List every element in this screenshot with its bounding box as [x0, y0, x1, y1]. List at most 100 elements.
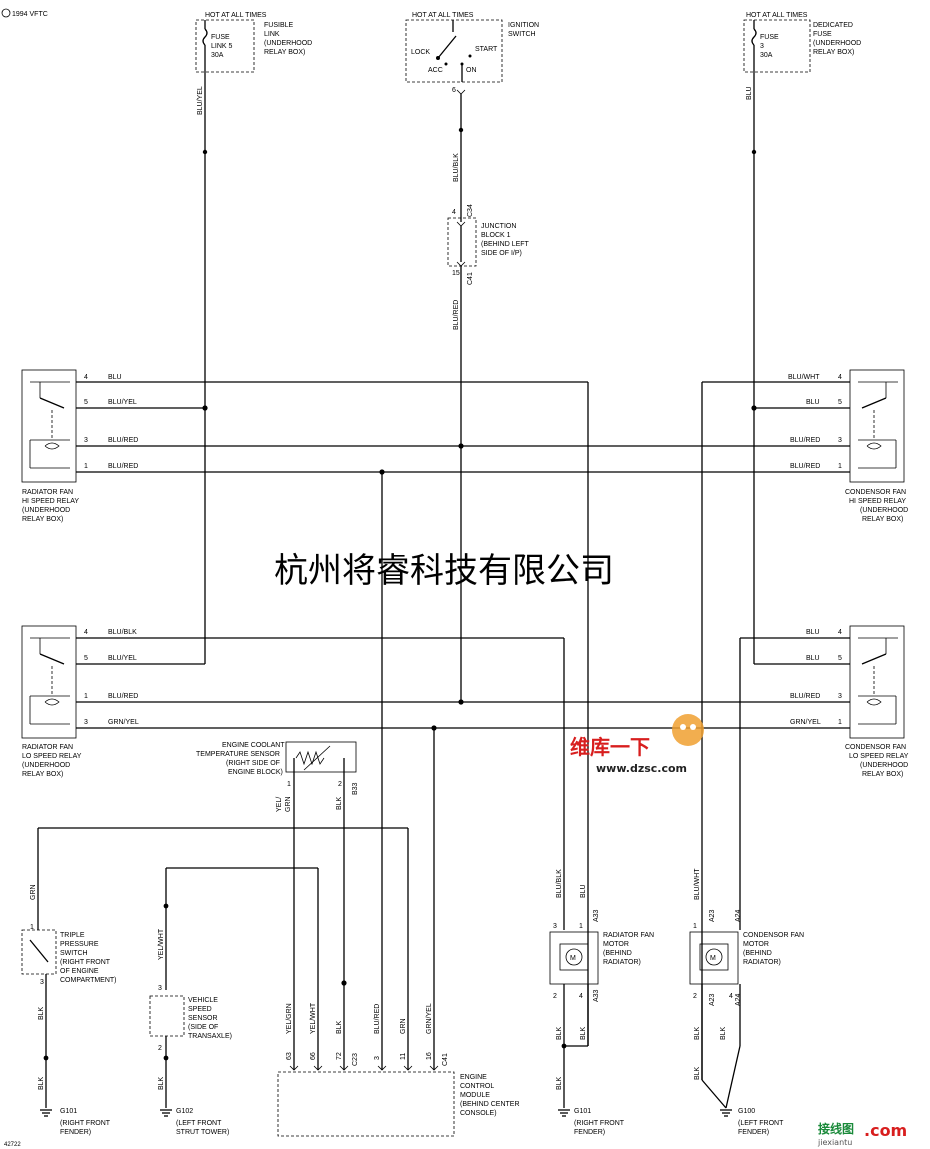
dedicated-fuse-3: HOT AT ALL TIMES FUSE 3 30A DEDICATED FU… [743, 12, 861, 155]
svg-text:TEMPERATURE SENSOR: TEMPERATURE SENSOR [196, 751, 280, 758]
svg-text:ON: ON [466, 67, 477, 74]
svg-text:BLU/BLK: BLU/BLK [108, 629, 137, 636]
motor-icon [565, 948, 583, 966]
svg-text:72: 72 [336, 1052, 343, 1060]
svg-text:1: 1 [84, 463, 88, 470]
condensor-fan-lo-speed-relay: 4 5 3 1 BLU BLU BLU/RED GRN/YEL CONDENSO… [790, 625, 909, 778]
svg-text:LO SPEED RELAY: LO SPEED RELAY [22, 753, 82, 760]
svg-text:COMPARTMENT): COMPARTMENT) [60, 977, 117, 984]
dzsc-cn-text: 维库一下 [570, 735, 650, 759]
svg-text:BLU/BLK: BLU/BLK [556, 869, 563, 898]
svg-text:YEL/GRN: YEL/GRN [286, 1003, 293, 1034]
svg-text:CONDENSOR FAN: CONDENSOR FAN [743, 932, 804, 939]
svg-text:LOCK: LOCK [411, 49, 430, 56]
svg-text:(RIGHT FRONT: (RIGHT FRONT [574, 1120, 625, 1127]
svg-text:(UNDERHOOD: (UNDERHOOD [860, 762, 908, 769]
svg-text:3: 3 [374, 1056, 381, 1060]
svg-text:SPEED: SPEED [188, 1006, 212, 1013]
svg-text:FENDER): FENDER) [60, 1129, 91, 1136]
svg-text:LINK: LINK [264, 31, 280, 38]
svg-text:2: 2 [693, 993, 697, 1000]
thermistor-icon [295, 750, 325, 766]
relay-coil-icon [44, 698, 60, 706]
svg-text:YEL/: YEL/ [276, 797, 283, 812]
svg-text:16: 16 [426, 1052, 433, 1060]
svg-text:A24: A24 [735, 993, 742, 1006]
svg-text:3: 3 [40, 979, 44, 986]
svg-text:BLU: BLU [746, 86, 753, 100]
svg-text:30A: 30A [211, 52, 224, 59]
ground-icon [40, 1109, 52, 1117]
svg-text:(UNDERHOOD: (UNDERHOOD [813, 40, 861, 47]
svg-text:3: 3 [84, 719, 88, 726]
svg-text:C41: C41 [442, 1053, 449, 1066]
svg-text:G100: G100 [738, 1108, 755, 1115]
svg-text:BLU: BLU [108, 374, 122, 381]
svg-text:4: 4 [838, 629, 842, 636]
fuse-icon [751, 28, 757, 46]
svg-text:A24: A24 [735, 909, 742, 922]
svg-text:3: 3 [838, 693, 842, 700]
footer-code: 42722 [4, 1142, 21, 1148]
svg-text:RADIATOR FAN: RADIATOR FAN [22, 489, 73, 496]
fusible-link-5: HOT AT ALL TIMES FUSE LINK 5 30A FUSIBLE… [195, 12, 312, 155]
svg-text:BLU/RED: BLU/RED [374, 1004, 381, 1034]
svg-text:FUSE: FUSE [813, 31, 832, 38]
svg-text:BLK: BLK [556, 1076, 563, 1090]
svg-text:4: 4 [729, 993, 733, 1000]
condensor-fan-motor: BLU/WHT 1 A23 A24 M CONDENSOR FAN MOTOR … [689, 868, 804, 1136]
svg-text:FUSE: FUSE [211, 34, 230, 41]
svg-text:G101: G101 [574, 1108, 591, 1115]
radiator-fan-lo-speed-relay: 4 5 1 3 BLU/BLK BLU/YEL BLU/RED GRN/YEL … [21, 625, 139, 778]
svg-text:(UNDERHOOD: (UNDERHOOD [22, 762, 70, 769]
svg-text:5: 5 [84, 399, 88, 406]
triple-pressure-switch: GRN TRIPLE PRESSURE SWITCH (RIGHT FRONT … [21, 827, 409, 1136]
relay-coil-icon [866, 698, 882, 706]
svg-text:YEL/WHT: YEL/WHT [158, 928, 165, 960]
diagram-code: 1994 VFTC [12, 11, 48, 18]
svg-text:RELAY BOX): RELAY BOX) [862, 771, 903, 778]
svg-text:HI SPEED RELAY: HI SPEED RELAY [849, 498, 906, 505]
relay-switch-icon [861, 397, 887, 409]
jiexiantu-com-text: .com [864, 1121, 907, 1140]
svg-text:BLK: BLK [720, 1026, 727, 1040]
svg-text:(UNDERHOOD: (UNDERHOOD [860, 507, 908, 514]
svg-text:1: 1 [693, 923, 697, 930]
svg-text:CONDENSOR FAN: CONDENSOR FAN [845, 489, 906, 496]
svg-text:RELAY BOX): RELAY BOX) [22, 771, 63, 778]
svg-text:BLU/RED: BLU/RED [108, 693, 138, 700]
svg-text:LINK 5: LINK 5 [211, 43, 233, 50]
svg-text:C41: C41 [467, 272, 474, 285]
svg-text:A33: A33 [593, 989, 600, 1002]
svg-text:5: 5 [838, 655, 842, 662]
svg-text:BLK: BLK [694, 1026, 701, 1040]
relay-coil-icon [44, 442, 60, 450]
svg-text:GRN/YEL: GRN/YEL [108, 719, 139, 726]
svg-text:BLU/WHT: BLU/WHT [694, 868, 701, 900]
svg-text:SENSOR: SENSOR [188, 1015, 218, 1022]
svg-text:JUNCTION: JUNCTION [481, 223, 516, 230]
motor-m-label: M [570, 955, 576, 962]
svg-text:ACC: ACC [428, 67, 443, 74]
svg-text:STRUT TOWER): STRUT TOWER) [176, 1129, 229, 1136]
svg-text:63: 63 [286, 1052, 293, 1060]
svg-text:ENGINE: ENGINE [460, 1074, 487, 1081]
svg-text:1: 1 [838, 463, 842, 470]
svg-text:A23: A23 [709, 909, 716, 922]
switch-blade-icon [437, 35, 457, 59]
svg-text:5: 5 [84, 655, 88, 662]
dzsc-url-text: www.dzsc.com [596, 762, 687, 775]
svg-text:(LEFT FRONT: (LEFT FRONT [738, 1120, 784, 1127]
svg-text:GRN: GRN [285, 796, 292, 812]
svg-text:BLU: BLU [580, 884, 587, 898]
svg-text:3: 3 [84, 437, 88, 444]
svg-text:LO SPEED RELAY: LO SPEED RELAY [849, 753, 909, 760]
svg-text:SWITCH: SWITCH [508, 31, 536, 38]
svg-text:(RIGHT SIDE OF: (RIGHT SIDE OF [226, 760, 280, 767]
svg-text:4: 4 [579, 993, 583, 1000]
svg-text:BLK: BLK [158, 1076, 165, 1090]
svg-text:A33: A33 [593, 909, 600, 922]
relay-switch-icon [39, 653, 65, 665]
radiator-fan-motor: BLU/BLK BLU 3 1 A33 M RADIATOR FAN MOTOR… [549, 869, 654, 1136]
